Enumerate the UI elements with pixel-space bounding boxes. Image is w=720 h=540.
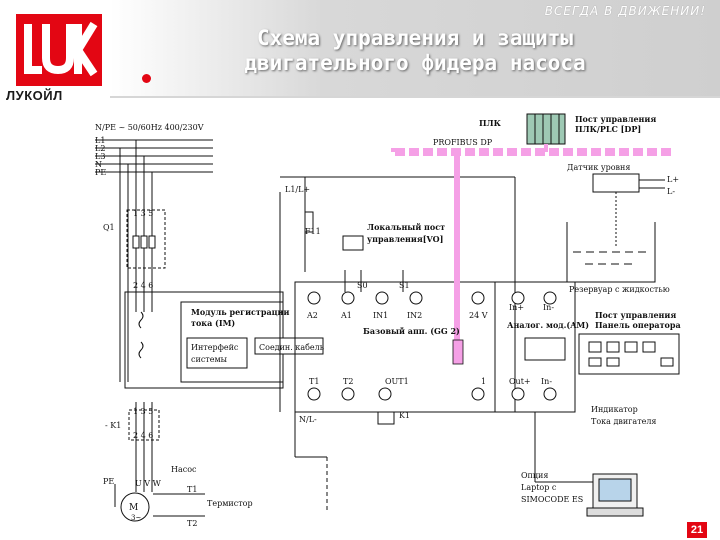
header-divider: [110, 96, 720, 98]
lukoil-logo-mark-icon: [24, 21, 98, 77]
plc-panel-line-2: ПЛК/PLC [DP]: [575, 124, 641, 134]
term-in1: IN1: [373, 311, 388, 320]
bus-label-l3: L3: [95, 152, 105, 161]
k1-pins-bottom: 2 4 6: [133, 431, 153, 440]
f11-label: F11: [305, 227, 321, 236]
module-line-1: Модуль регистрации: [191, 307, 289, 317]
motor: [120, 492, 150, 522]
interface-line-2: системы: [191, 355, 228, 364]
slogan: ВСЕГДА В ДВИЖЕНИИ!: [544, 4, 706, 18]
system-interface: [186, 337, 248, 369]
local-post-line-2: управления[VO]: [367, 234, 443, 244]
level-sensor: [592, 173, 640, 193]
term-out1: OUT1: [385, 377, 409, 386]
k1-pins-top: 1 3 5: [133, 407, 153, 416]
term-t2: T2: [343, 377, 353, 386]
term-outp: Out+: [509, 377, 531, 386]
reservoir-label: Резервуар с жидкостью: [569, 285, 670, 294]
term-inp: In+: [509, 303, 524, 312]
term-outm: In-: [541, 377, 552, 386]
k1-main-label: - K1: [105, 421, 121, 430]
bus-label-l1: L1: [95, 136, 105, 145]
uvw-label: U V W: [135, 479, 162, 488]
plc-panel-line-1: Пост управления: [575, 114, 656, 124]
brand-name: ЛУКОЙЛ: [6, 88, 63, 103]
k1-coil-label: K1: [399, 411, 410, 420]
indicator-line-1: Индикатор: [591, 405, 638, 414]
accent-dot: [142, 74, 151, 83]
term-24v: 24 V: [469, 311, 488, 320]
operator-panel-line-1: Пост управления: [595, 310, 676, 320]
term-1: 1: [481, 377, 486, 386]
s1-label: S1: [399, 281, 410, 290]
title-line-2: двигательного фидера насоса: [244, 51, 586, 75]
profibus-line: [391, 144, 675, 365]
k1-coil: [377, 411, 395, 425]
analog-module-label: Аналог. мод.(AM): [507, 320, 589, 330]
level-sensor-label: Датчик уровня: [567, 163, 630, 172]
cable-label: Соедин. кабель: [259, 343, 325, 352]
local-post-line-1: Локальный пост: [367, 222, 445, 232]
operator-panel-line-2: Панель оператора: [595, 320, 681, 330]
operator-panel: [578, 333, 680, 375]
motor-label: M: [129, 503, 138, 513]
t2-out-label: T2: [187, 519, 197, 528]
option-line-3: SIMOCODE ES: [521, 495, 583, 504]
lukoil-logo: [16, 14, 102, 86]
q1-pins-bottom: 2 4 6: [133, 281, 153, 290]
l1l-label: L1/L+: [285, 185, 310, 194]
wiring-diagram: N/PE ~ 50/60Hz 400/230V L1 L2 L3 N PE L1…: [95, 113, 681, 528]
pe-label: PE: [103, 477, 114, 486]
page-number: 21: [687, 522, 707, 538]
term-a1: A1: [340, 311, 352, 320]
term-in2: IN2: [407, 311, 422, 320]
term-a2: A2: [306, 311, 318, 320]
lminus-label: L-: [667, 187, 675, 196]
indicator-line-2: Тока двигателя: [591, 417, 656, 426]
supply-label: N/PE ~ 50/60Hz 400/230V: [95, 123, 204, 132]
base-unit-label: Базовый апп. (GG 2): [363, 326, 460, 336]
q1-breaker: [126, 209, 166, 269]
pump-label: Насос: [171, 465, 197, 474]
module-line-2: тока (IM): [191, 318, 235, 328]
s0-label: S0: [357, 281, 368, 290]
base-unit: [294, 281, 516, 413]
motor-phase-label: 3~: [131, 514, 141, 522]
connection-cable: [254, 337, 324, 355]
plc-label: ПЛК: [479, 118, 502, 128]
bus-label-pe: PE: [95, 168, 106, 177]
term-t1: T1: [309, 377, 319, 386]
bus-label-l2: L2: [95, 144, 105, 153]
option-line-2: Laptop с: [521, 483, 557, 492]
reservoir: [566, 222, 656, 283]
nl-label: N/L-: [299, 415, 317, 424]
local-control-post: [342, 235, 364, 251]
t1-out-label: T1: [187, 485, 197, 494]
bus-label-n: N: [95, 160, 102, 169]
profibus-label: PROFIBUS DP: [433, 138, 493, 147]
thermistor-label: Термистор: [207, 499, 253, 508]
q1-label: Q1: [103, 223, 115, 232]
lplus-label: L+: [667, 175, 679, 184]
term-inm: In-: [543, 303, 554, 312]
option-line-1: Опция: [521, 471, 548, 480]
header-band: [110, 0, 720, 96]
interface-line-1: Интерфейс: [191, 343, 239, 352]
title-line-1: Схема управления и защиты: [256, 26, 574, 50]
q1-pins-top: 1 3 5: [133, 209, 153, 218]
page-title: Схема управления и защиты двигательного …: [190, 26, 640, 76]
